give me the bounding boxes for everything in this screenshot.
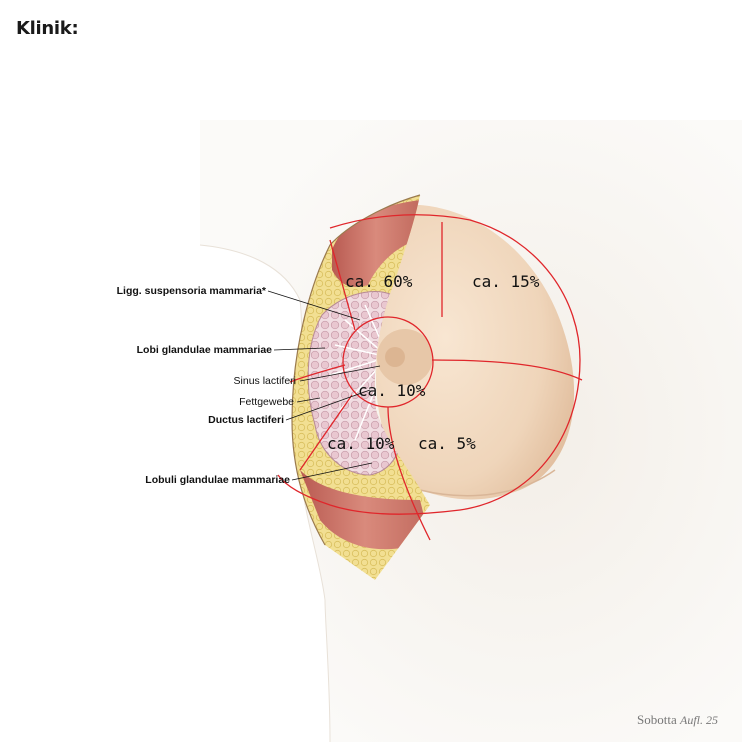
publisher-credit: Sobotta Aufl. 25 xyxy=(637,712,718,728)
leader-lobuli xyxy=(291,462,373,481)
label-ligg-suspensoria: Ligg. suspensoria mammaria* xyxy=(116,285,266,297)
pct-upper-outer: ca. 60% xyxy=(345,272,413,291)
label-fettgewebe: Fettgewebe xyxy=(239,396,294,408)
label-lobuli-glandulae: Lobuli glandulae mammariae xyxy=(145,474,290,486)
page-heading: Klinik: xyxy=(16,18,79,39)
quadrant-lines xyxy=(277,214,583,541)
left-line xyxy=(289,364,346,383)
leader-lobi xyxy=(273,347,326,351)
leader-fett xyxy=(296,397,321,403)
upper-left-line xyxy=(329,239,356,331)
label-sinus-lactiferi: Sinus lactiferi xyxy=(233,375,296,387)
pct-lower-inner: ca. 5% xyxy=(418,434,476,453)
pct-central: ca. 10% xyxy=(358,381,426,400)
breast-skin xyxy=(376,204,575,500)
horizontal-right xyxy=(431,359,583,381)
edition-label: Aufl. 25 xyxy=(680,713,718,727)
label-lobi-glandulae: Lobi glandulae mammariae xyxy=(136,344,272,356)
pectoral-muscle-lower xyxy=(300,470,430,550)
leader-sinus xyxy=(299,365,381,382)
pct-upper-inner: ca. 15% xyxy=(472,272,540,291)
nipple xyxy=(385,347,405,367)
label-ductus-lactiferi: Ductus lactiferi xyxy=(208,414,284,426)
leader-ligg xyxy=(267,290,361,321)
pectoral-muscle xyxy=(332,200,420,287)
lower-left-line xyxy=(299,394,353,471)
leader-ductus xyxy=(285,389,371,421)
outer-arc xyxy=(277,214,581,515)
pct-lower-outer: ca. 10% xyxy=(327,434,395,453)
lower-vertical xyxy=(387,406,431,541)
brand-name: Sobotta xyxy=(637,712,677,727)
